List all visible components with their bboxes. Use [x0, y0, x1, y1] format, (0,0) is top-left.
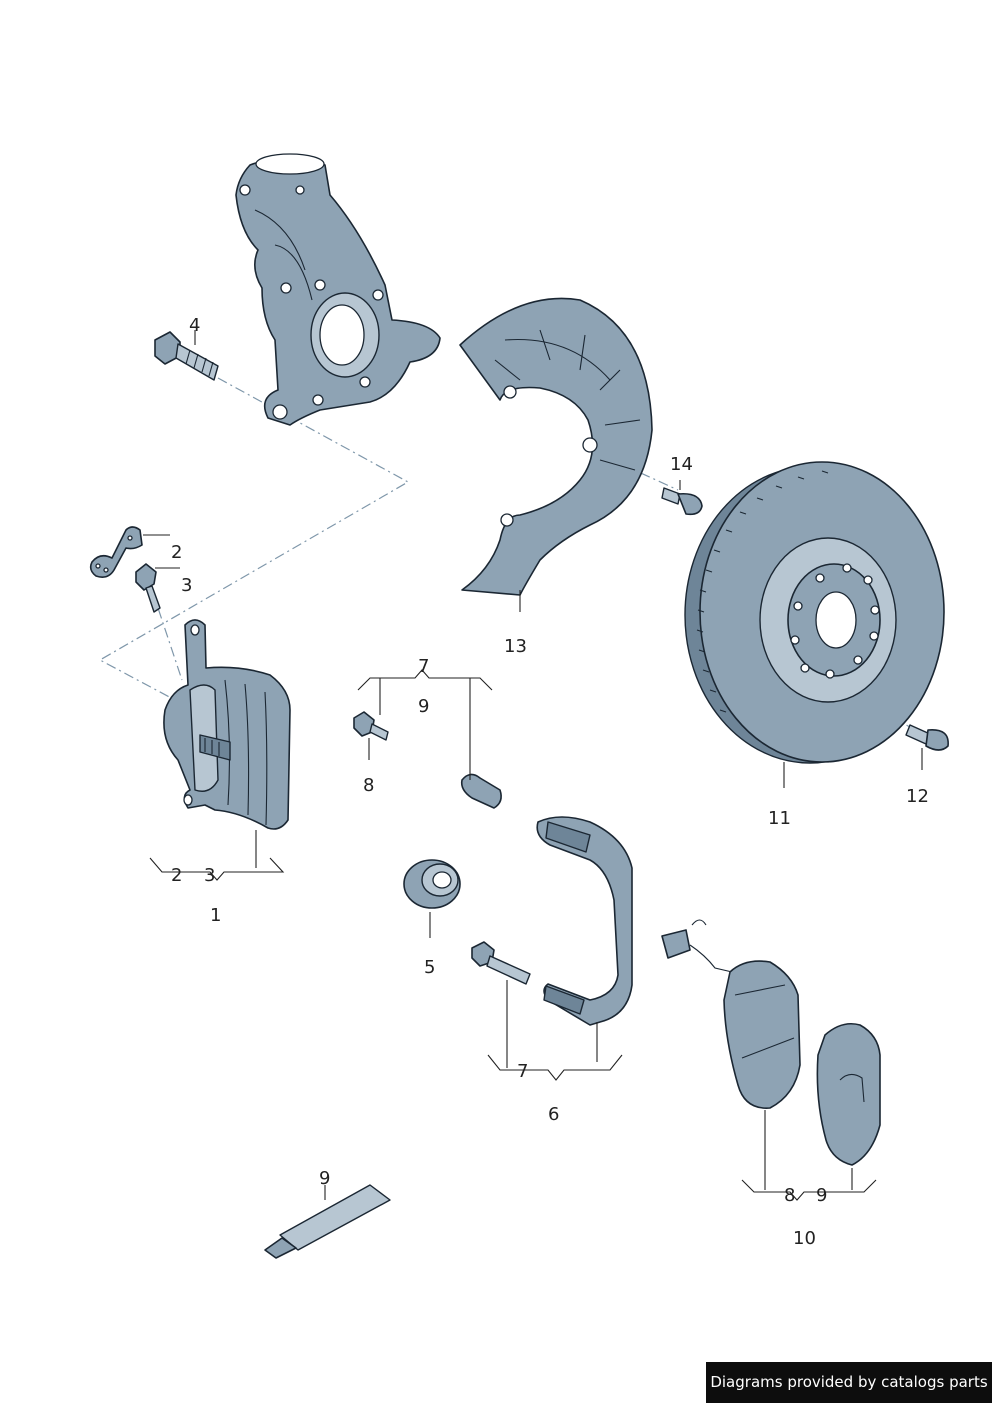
- label-8: 8: [363, 775, 374, 796]
- label-14: 14: [670, 454, 693, 475]
- steering-knuckle[interactable]: [235, 153, 441, 426]
- label-13: 13: [504, 636, 527, 657]
- callout-labels: 4 2 3 2 3 1 13 14 11 12 7 9 8 5 7 6 8 9 …: [171, 315, 929, 1249]
- brake-pad-inner[interactable]: [816, 1022, 881, 1166]
- label-5: 5: [424, 957, 435, 978]
- label-11: 11: [768, 808, 791, 829]
- knuckle-bolt[interactable]: [154, 331, 219, 381]
- leader-lines: [143, 330, 923, 1201]
- label-3: 3: [181, 575, 192, 596]
- label-2: 2: [171, 542, 182, 563]
- bleed-cap[interactable]: [89, 526, 143, 578]
- brake-caliper[interactable]: [163, 619, 291, 830]
- label-1: 1: [210, 905, 221, 926]
- shield-screw[interactable]: [661, 487, 703, 516]
- carrier-bolt[interactable]: [471, 941, 531, 985]
- label-pad-9: 9: [816, 1185, 827, 1206]
- grease-tube[interactable]: [264, 1184, 391, 1259]
- caliper-carrier[interactable]: [536, 816, 633, 1026]
- label-10: 10: [793, 1228, 816, 1249]
- splash-shield[interactable]: [459, 297, 653, 596]
- label-caliper-3: 3: [204, 865, 215, 886]
- bushing[interactable]: [403, 859, 461, 909]
- label-9-top: 9: [418, 696, 429, 717]
- brake-pad-outer[interactable]: [723, 960, 801, 1109]
- label-carrier-7: 7: [517, 1061, 528, 1082]
- label-caliper-2: 2: [171, 865, 182, 886]
- label-pad-8: 8: [784, 1185, 795, 1206]
- label-12: 12: [906, 786, 929, 807]
- credit-banner: Diagrams provided by catalogs parts: [706, 1362, 992, 1403]
- guide-bolt[interactable]: [353, 711, 389, 741]
- brake-disc[interactable]: [684, 461, 945, 764]
- label-6: 6: [548, 1104, 559, 1125]
- label-9-tube: 9: [319, 1168, 330, 1189]
- wear-sensor[interactable]: [661, 919, 746, 976]
- bleed-screw[interactable]: [135, 563, 161, 613]
- disc-screw[interactable]: [905, 724, 949, 751]
- label-4: 4: [189, 315, 200, 336]
- label-7-top: 7: [418, 656, 429, 677]
- guide-sleeve[interactable]: [460, 773, 502, 809]
